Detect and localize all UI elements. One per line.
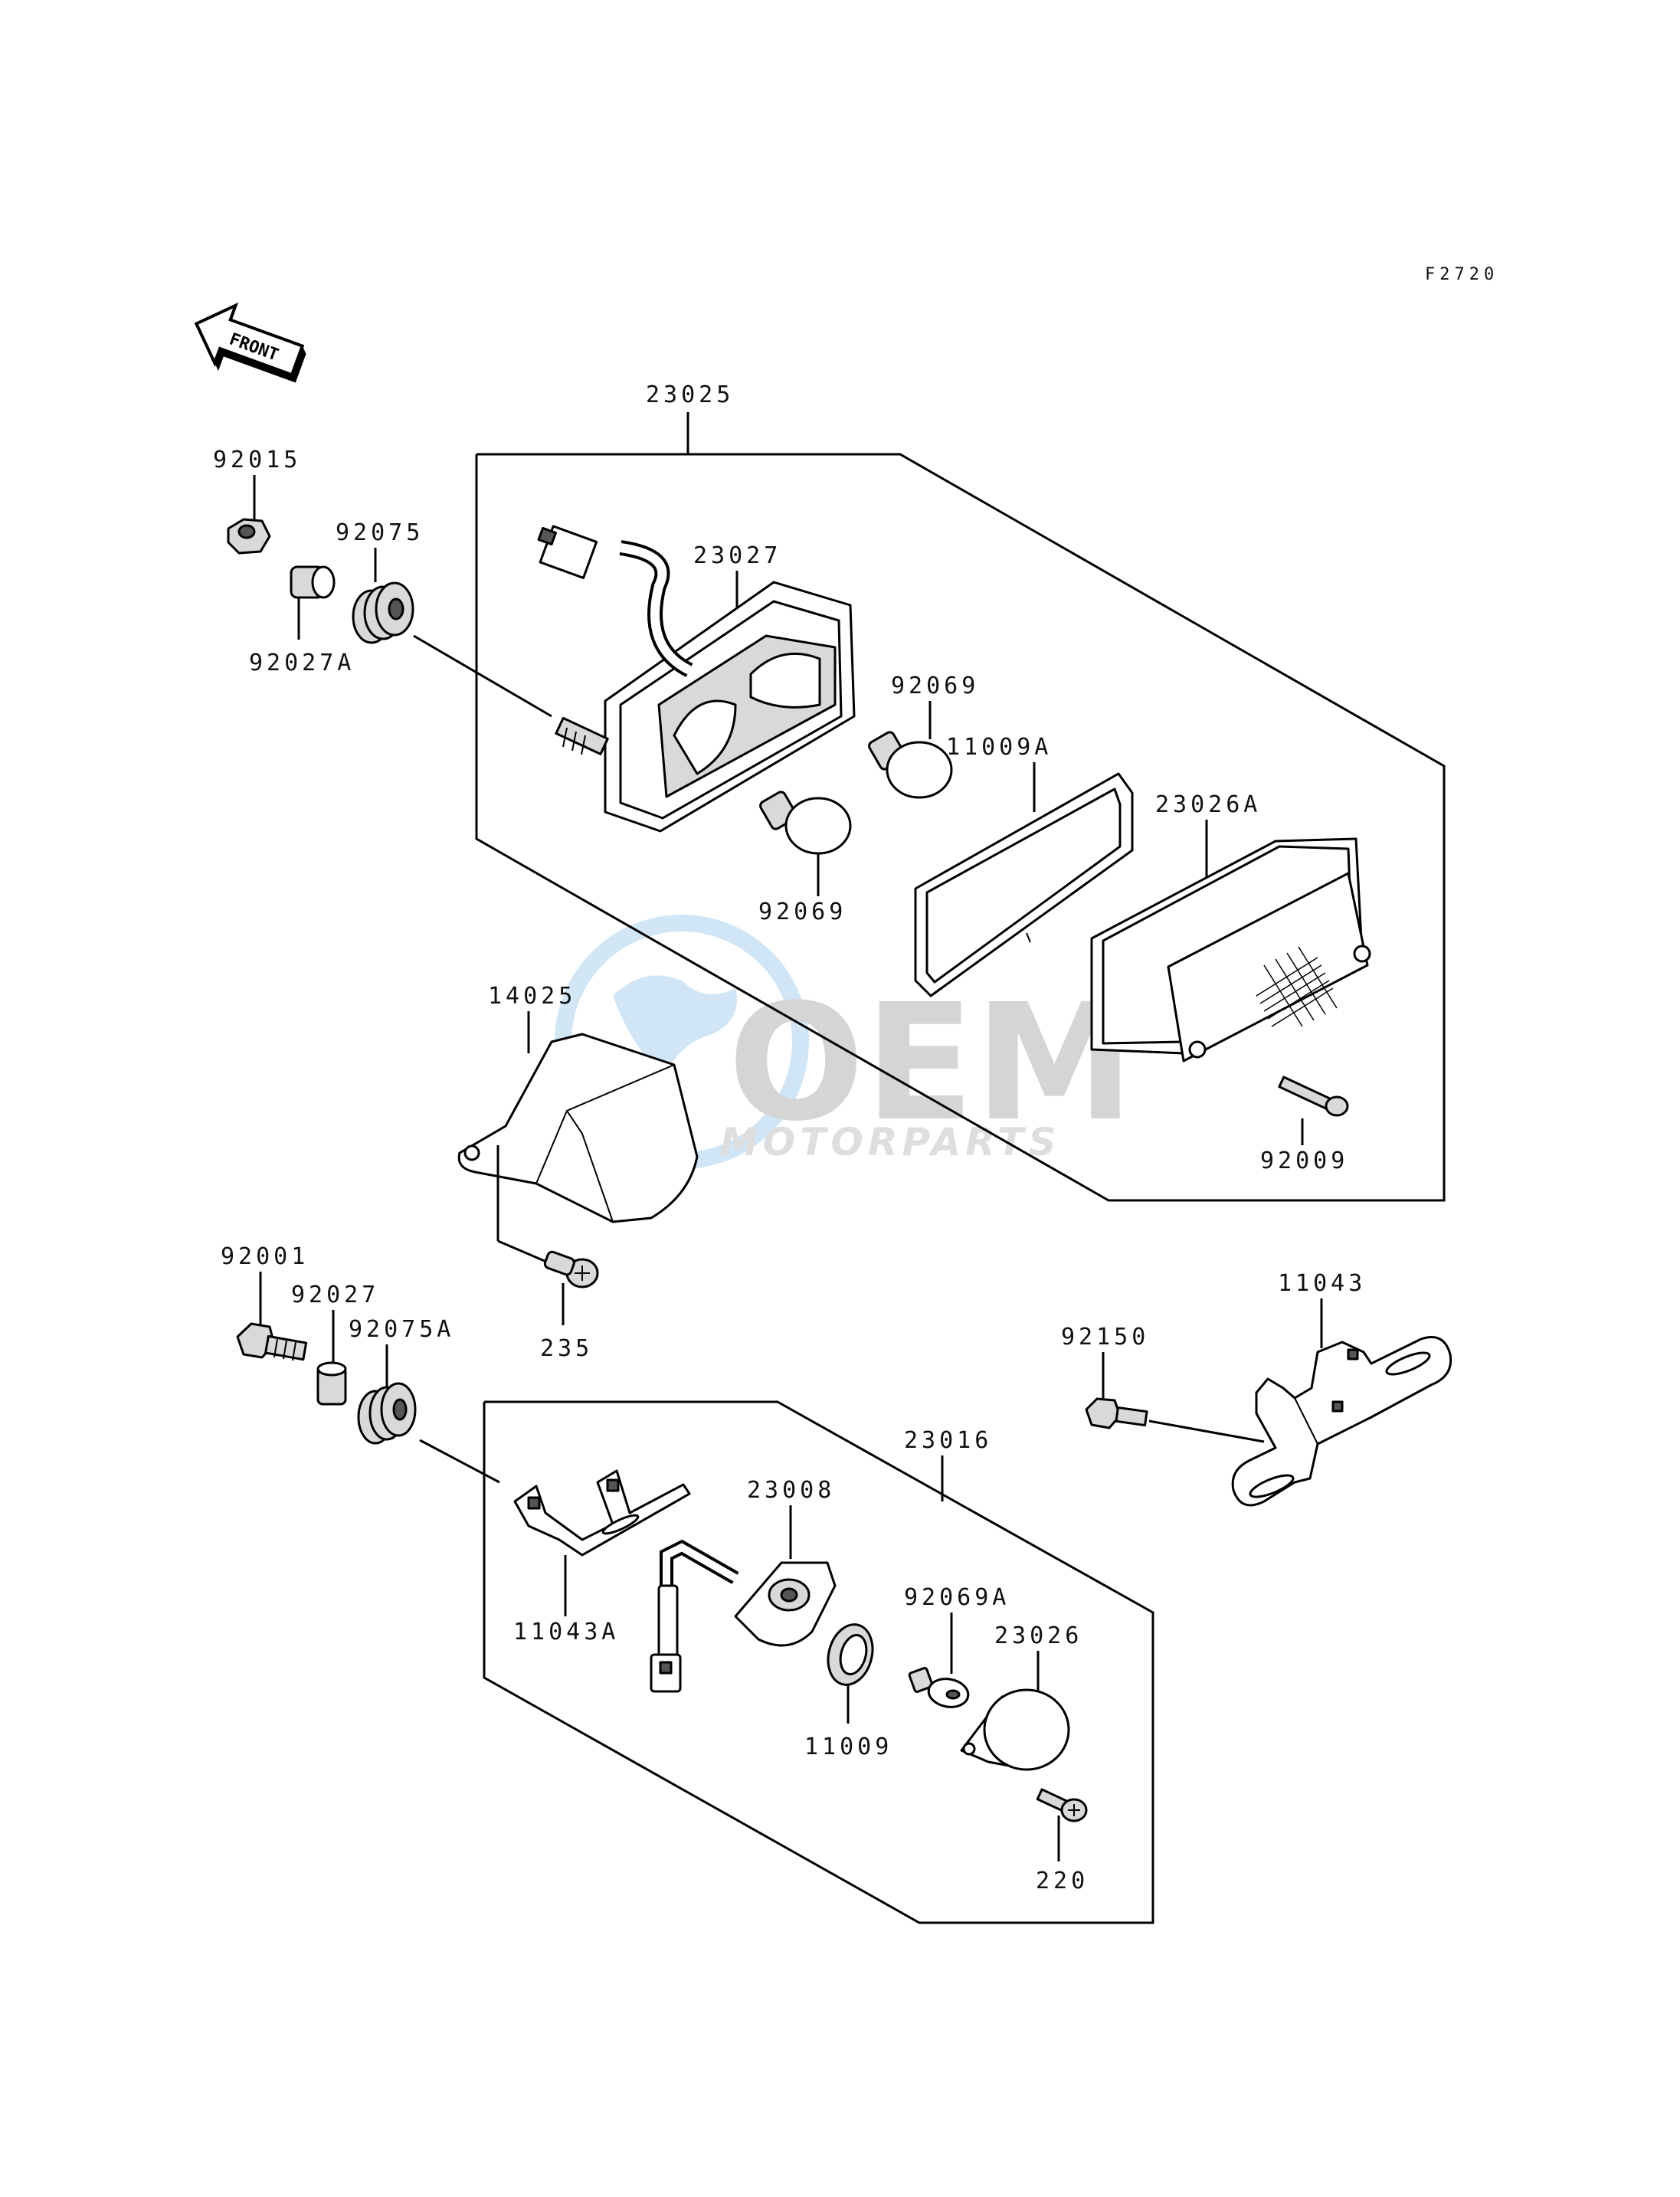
part-label-23008: 23008: [747, 1477, 835, 1504]
cover-14025: [457, 1033, 699, 1265]
part-label-23016: 23016: [904, 1427, 992, 1454]
nut-92015: [227, 518, 271, 555]
tail-light-housing-23027: [537, 525, 856, 833]
part-label-92075: 92075: [336, 519, 424, 546]
watermark-brand: OEM: [728, 969, 1135, 1157]
part-label-220: 220: [1036, 1868, 1089, 1894]
lens-23026A: [1090, 837, 1371, 1062]
screw-92009: [1278, 1076, 1349, 1117]
part-label-11043: 11043: [1278, 1270, 1366, 1297]
part-label-23027: 23027: [693, 542, 781, 569]
collar-92027A: [290, 565, 336, 599]
front-arrow-icon: FRONT: [194, 302, 306, 383]
bolt-92150: [1085, 1397, 1148, 1429]
bolt-92001: [236, 1322, 308, 1361]
part-label-92009: 92009: [1260, 1148, 1348, 1174]
part-label-14025: 14025: [488, 983, 576, 1010]
part-label-92069A: 92069A: [904, 1584, 1010, 1611]
gasket-11009A: [914, 772, 1134, 997]
part-label-92075A: 92075A: [349, 1316, 454, 1343]
diagram-code: F2720: [1425, 265, 1498, 284]
bulb-92069-top: [868, 731, 953, 799]
lens-23026: [960, 1688, 1070, 1771]
part-label-92027: 92027: [291, 1282, 379, 1308]
watermark-sub: MOTORPARTS: [720, 1120, 1061, 1164]
part-label-23026: 23026: [994, 1622, 1082, 1649]
grommet-92075: [352, 581, 414, 644]
part-label-92001: 92001: [221, 1243, 309, 1270]
part-label-92015: 92015: [213, 447, 301, 473]
assembly-frame-23016: [483, 1400, 1154, 1924]
collar-92027: [316, 1361, 347, 1406]
screw-235: [543, 1250, 599, 1288]
part-label-23026A: 23026A: [1155, 791, 1261, 818]
grommet-92075A: [357, 1382, 417, 1445]
part-label-92069-bottom: 92069: [758, 899, 847, 925]
bulb-92069A: [908, 1667, 970, 1708]
socket-23008: [650, 1539, 837, 1693]
o-ring-11009: [827, 1623, 874, 1686]
part-label-92069-top: 92069: [891, 673, 979, 699]
bulb-92069-bottom: [759, 791, 852, 855]
part-label-235: 235: [540, 1335, 593, 1362]
screw-220: [1036, 1788, 1088, 1822]
part-label-23025: 23025: [646, 381, 734, 408]
license-bracket-11043: [1231, 1336, 1452, 1507]
part-label-92150: 92150: [1061, 1324, 1149, 1351]
assembly-frame-23025: [475, 453, 1446, 1202]
bracket-11043A: [513, 1469, 691, 1557]
part-label-11009A: 11009A: [946, 734, 1052, 761]
part-label-92027A: 92027A: [249, 650, 355, 676]
part-label-11043A: 11043A: [513, 1619, 619, 1645]
part-label-11009: 11009: [804, 1734, 892, 1760]
